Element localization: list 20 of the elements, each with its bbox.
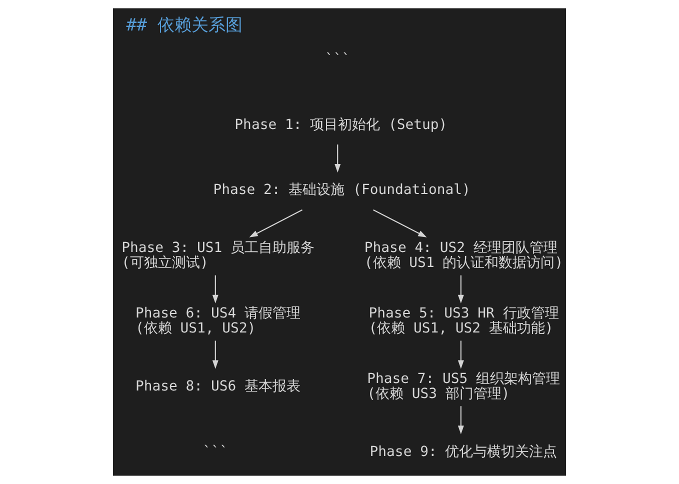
arrow [212,340,218,369]
node-text: Phase 6: US4 请假管理 (依赖 US1, US2) [136,305,300,336]
arrow [249,209,303,238]
node-text: Phase 5: US3 HR 行政管理 (依赖 US1, US2 基础功能) [368,305,559,336]
arrow [373,209,427,238]
arrow [458,340,464,369]
arrow [458,275,464,304]
node-text: Phase 9: 优化与横切关注点 [370,444,558,460]
node-text: Phase 7: US5 组织架构管理 (依赖 US3 部门管理) [367,370,560,402]
node-text: Phase 8: US6 基本报表 [136,378,300,394]
diagram-title: ## 依赖关系图 [126,16,242,36]
label: ``` [202,444,228,460]
arrow [458,406,464,434]
arrow [212,275,218,304]
node-text: Phase 4: US2 经理团队管理 (依赖 US1 的认证和数据访问) [364,240,564,272]
label: ``` [325,51,350,68]
node-text: Phase 2: 基础设施 (Foundational) [213,182,470,198]
arrow [334,144,341,173]
node-text: Phase 3: US1 员工自助服务 (可独立测试) [122,240,315,272]
node-text: Phase 1: 项目初始化 (Setup) [234,116,448,133]
